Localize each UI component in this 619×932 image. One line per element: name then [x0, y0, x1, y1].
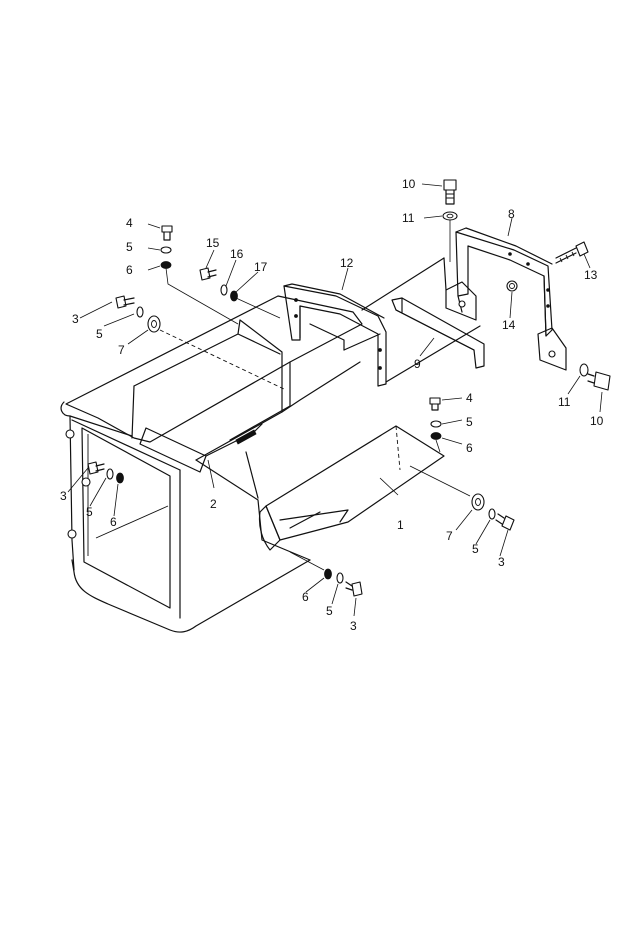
callout-1: 1 — [397, 518, 404, 532]
callout-5: 5 — [466, 415, 473, 429]
callout-11: 11 — [558, 395, 571, 409]
callout-4: 4 — [126, 216, 133, 230]
frame-12 — [283, 257, 481, 387]
callout-4: 4 — [466, 391, 473, 405]
plate-1 — [245, 425, 445, 551]
callout-10: 10 — [590, 414, 604, 428]
bar-9 — [391, 297, 485, 369]
callout-17: 17 — [254, 260, 268, 274]
callout-3: 3 — [350, 619, 357, 633]
leader-lines — [67, 183, 603, 617]
callout-14: 14 — [502, 318, 516, 332]
callout-5: 5 — [472, 542, 479, 556]
callout-2: 2 — [210, 497, 217, 511]
callout-8: 8 — [508, 207, 515, 221]
callout-15: 15 — [206, 236, 220, 250]
callout-13: 13 — [584, 268, 598, 282]
callout-5: 5 — [126, 240, 133, 254]
callout-5: 5 — [96, 327, 103, 341]
callout-10: 10 — [402, 177, 416, 191]
callout-11: 11 — [402, 211, 415, 225]
callout-7: 7 — [118, 343, 125, 357]
callout-3: 3 — [60, 489, 67, 503]
callout-6: 6 — [110, 515, 117, 529]
callout-6: 6 — [126, 263, 133, 277]
hood-cover-assembly — [60, 295, 363, 633]
callout-6: 6 — [466, 441, 473, 455]
callout-16: 16 — [230, 247, 244, 261]
callout-5: 5 — [326, 604, 333, 618]
callout-7: 7 — [446, 529, 453, 543]
callout-9: 9 — [414, 357, 421, 371]
callout-3: 3 — [498, 555, 505, 569]
callout-6: 6 — [302, 590, 309, 604]
callout-5: 5 — [86, 505, 93, 519]
callout-labels: 1 2 3 3 3 3 4 4 5 5 5 5 5 5 6 6 6 6 7 7 … — [60, 177, 604, 633]
fasteners — [87, 179, 611, 597]
frame-8 — [443, 227, 567, 371]
callout-3: 3 — [72, 312, 79, 326]
callout-12: 12 — [340, 256, 354, 270]
